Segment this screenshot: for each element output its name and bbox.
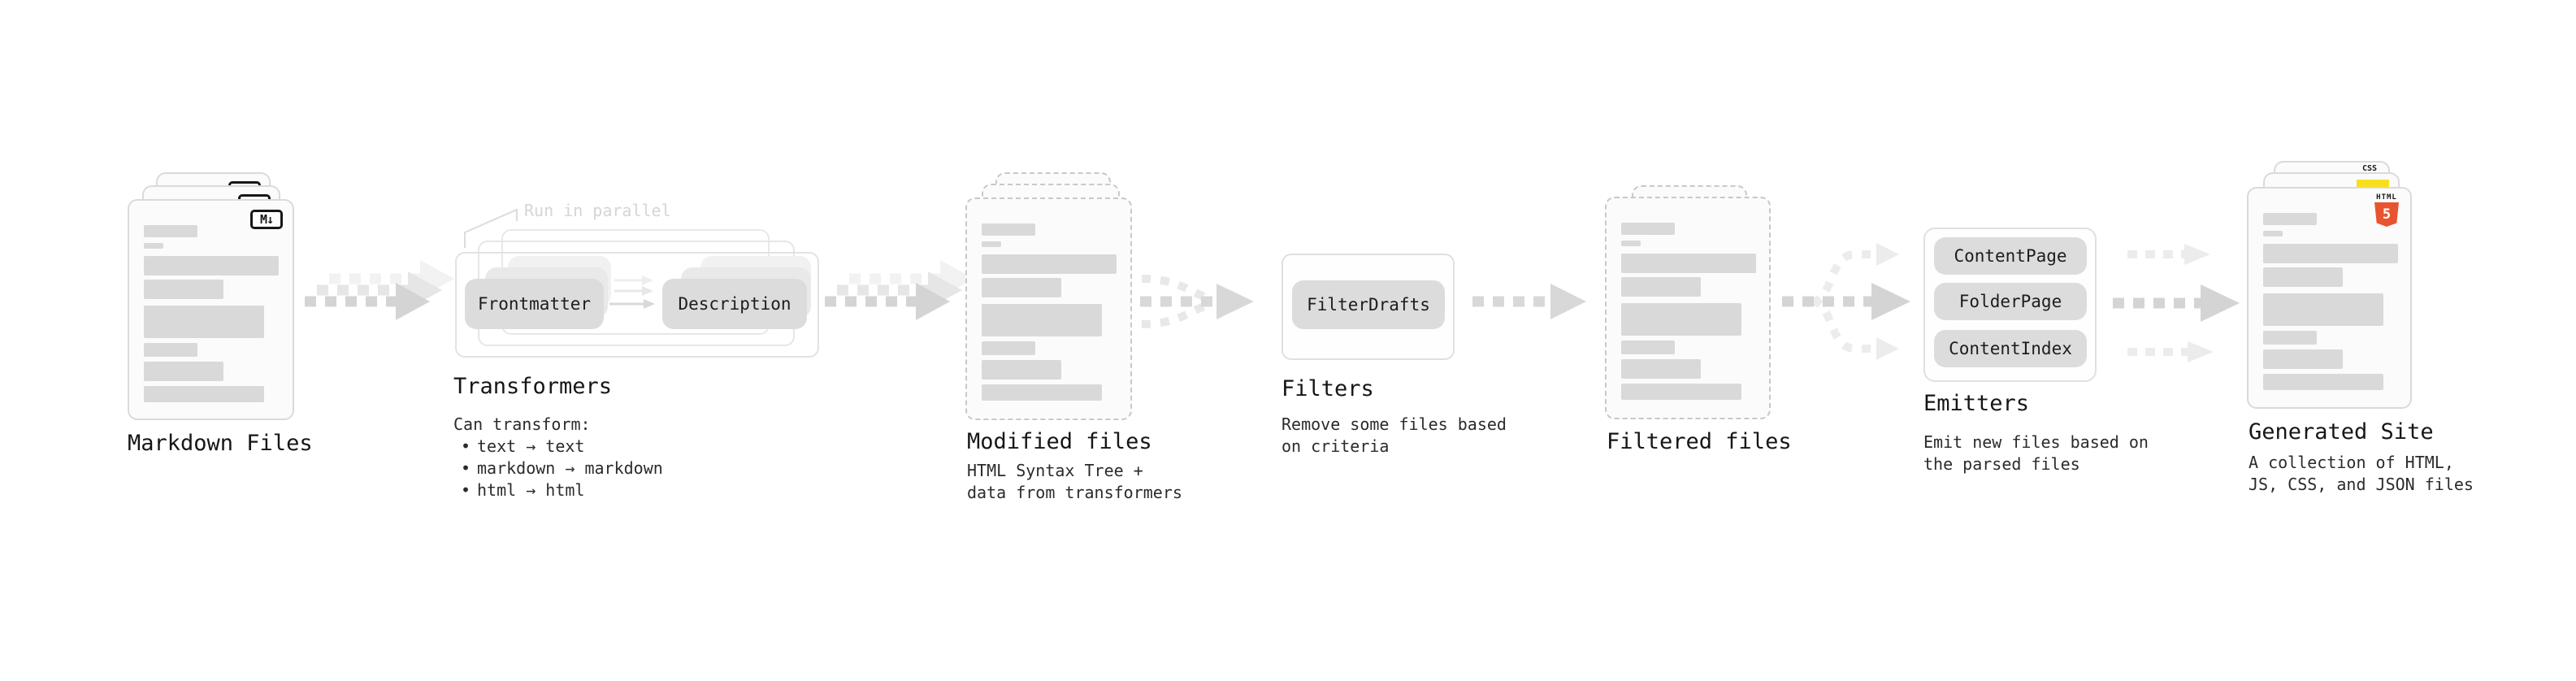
transformers-desc-title: Can transform: — [453, 414, 591, 434]
emitters-label: Emitters — [1923, 391, 2030, 416]
placeholder-bar — [144, 343, 197, 357]
modified-files-label: Modified files — [967, 429, 1152, 454]
desc-line: the parsed files — [1923, 454, 2080, 474]
desc-line: A collection of HTML, — [2249, 453, 2454, 472]
placeholder-bar — [144, 280, 223, 299]
placeholder-bar — [2263, 267, 2343, 287]
run-in-parallel-leader-line — [464, 208, 518, 248]
emitter-pill-contentpage: ContentPage — [1934, 237, 2087, 275]
placeholder-bar — [144, 386, 264, 402]
fan-in-arrow-modified-to-filters — [1140, 275, 1254, 328]
emitter-pill-folderpage: FolderPage — [1934, 283, 2087, 320]
placeholder-bar — [2263, 293, 2383, 326]
flow-arrow-transformers-to-modified — [825, 260, 974, 320]
filters-description: Remove some files based on criteria — [1281, 414, 1507, 458]
bullet-icon: • — [461, 480, 471, 500]
placeholder-bar — [2263, 374, 2383, 390]
html5-icon-number: 5 — [2382, 206, 2392, 223]
placeholder-bar — [2263, 213, 2317, 225]
placeholder-bar — [1621, 359, 1701, 379]
generated-site-description: A collection of HTML, JS, CSS, and JSON … — [2249, 452, 2474, 496]
placeholder-bar — [982, 384, 1102, 401]
placeholder-bar — [144, 362, 223, 381]
generated-site-label: Generated Site — [2249, 419, 2434, 445]
flow-arrow-markdown-to-transformers — [305, 260, 454, 320]
parallel-transform-arrows — [609, 275, 655, 309]
placeholder-bar — [144, 306, 264, 338]
placeholder-bar — [2263, 331, 2317, 345]
placeholder-bar — [982, 254, 1117, 274]
bullet-icon: • — [461, 436, 471, 456]
transform-bullet-list: • text → text • markdown → markdown • html … — [453, 436, 663, 500]
flow-arrow-filters-to-filtered — [1472, 284, 1586, 319]
bullet-text: text → text — [477, 436, 585, 456]
filtered-files-label: Filtered files — [1607, 429, 1792, 454]
run-in-parallel-annotation: Run in parallel — [524, 201, 671, 220]
desc-line: HTML Syntax Tree + — [967, 461, 1143, 480]
placeholder-bar — [982, 360, 1061, 380]
placeholder-bar — [982, 341, 1035, 355]
placeholder-bar — [982, 223, 1035, 236]
placeholder-bar — [1621, 223, 1675, 235]
placeholder-bar — [144, 256, 279, 275]
bullet-icon: • — [461, 458, 471, 478]
flow-arrows-emitters-to-generated — [2113, 244, 2240, 362]
modified-files-description: HTML Syntax Tree + data from transformer… — [967, 460, 1182, 504]
placeholder-bar — [144, 225, 197, 237]
placeholder-bar — [2263, 231, 2283, 236]
transformer-box-front — [455, 252, 819, 358]
frontmatter-pill: Frontmatter — [465, 279, 604, 329]
desc-line: Emit new files based on — [1923, 432, 2149, 452]
markdown-icon: M↓ — [250, 210, 283, 229]
placeholder-bar — [2263, 244, 2398, 263]
placeholder-bar — [1621, 277, 1701, 297]
emitter-pill-contentindex: ContentIndex — [1934, 330, 2087, 367]
placeholder-bar — [982, 304, 1102, 336]
placeholder-bar — [2263, 349, 2343, 369]
html5-icon-shield: 5 — [2374, 202, 2399, 227]
modified-file-card — [965, 197, 1132, 420]
description-pill: Description — [662, 279, 807, 329]
desc-line: data from transformers — [967, 483, 1182, 502]
filters-label: Filters — [1281, 376, 1374, 401]
filterdrafts-pill: FilterDrafts — [1292, 280, 1445, 329]
desc-line: JS, CSS, and JSON files — [2249, 475, 2474, 494]
bullet-text: html → html — [477, 480, 585, 500]
placeholder-bar — [144, 243, 163, 249]
transform-bullet: • html → html — [453, 479, 663, 501]
desc-line: Remove some files based — [1281, 414, 1507, 434]
transformers-label: Transformers — [453, 374, 613, 399]
placeholder-bar — [1621, 384, 1741, 400]
placeholder-bar — [982, 241, 1001, 247]
transformers-description: Can transform: • text → text • markdown → … — [453, 414, 663, 500]
transform-bullet: • markdown → markdown — [453, 458, 663, 479]
fan-out-arrow-filtered-to-emitters — [1782, 243, 1910, 360]
markdown-file-card: M↓ — [128, 199, 294, 420]
transform-bullet: • text → text — [453, 436, 663, 458]
html5-icon-word: HTML — [2376, 193, 2397, 202]
bullet-text: markdown → markdown — [477, 458, 663, 478]
generated-file-card: HTML 5 — [2247, 187, 2412, 409]
filtered-file-card — [1605, 197, 1771, 419]
emitters-description: Emit new files based on the parsed files — [1923, 432, 2149, 475]
css-icon-text: CSS — [2361, 164, 2378, 173]
html5-icon: HTML 5 — [2372, 193, 2401, 227]
placeholder-bar — [1621, 303, 1741, 336]
placeholder-bar — [1621, 340, 1675, 354]
placeholder-bar — [982, 278, 1061, 297]
placeholder-bar — [1621, 241, 1641, 246]
markdown-files-label: Markdown Files — [128, 431, 313, 456]
desc-line: on criteria — [1281, 436, 1390, 456]
placeholder-bar — [1621, 254, 1756, 273]
